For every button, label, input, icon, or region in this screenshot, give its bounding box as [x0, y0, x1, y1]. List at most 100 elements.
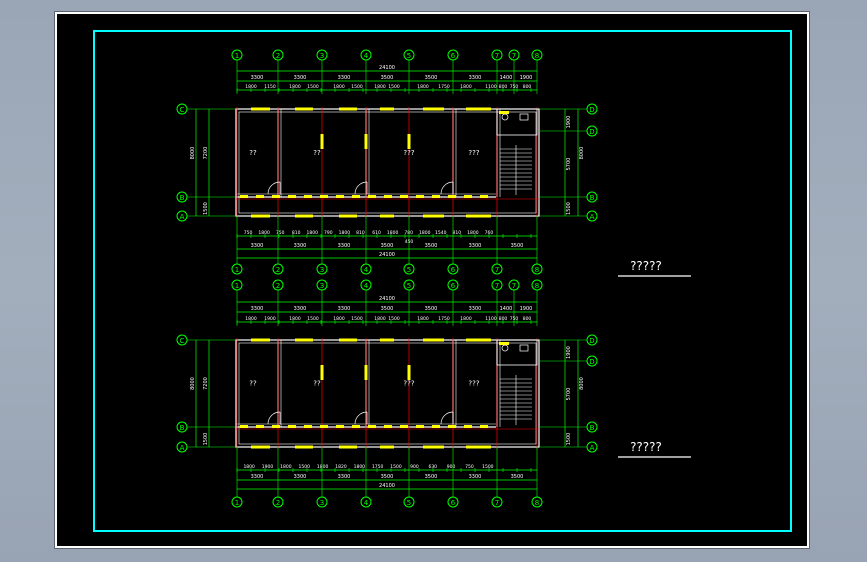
plan1-dim-right-3: 1500	[566, 202, 572, 215]
plan2-window-top-4	[423, 338, 444, 342]
plan2-dim-top-r2-1: 1900	[264, 316, 276, 322]
plan2-dim-top-r2-14: 800	[523, 316, 532, 322]
plan2-dim-bot-r1-2: 1800	[280, 464, 292, 470]
plan1-dim-bot-r2-1: 3300	[294, 243, 307, 249]
plan2-partition-window-1	[364, 365, 368, 380]
plan1-dim-top-r1-1: 3300	[294, 75, 307, 81]
plan2-door-1	[354, 411, 368, 425]
plan2-axis-top-2-label: 3	[320, 282, 324, 290]
plan1-corridor-mark	[432, 195, 440, 198]
plan2-dim-top-r2-7: 1500	[388, 316, 400, 322]
plan2-door-2	[440, 411, 454, 425]
plan1-axis-bot-7-bubble	[531, 263, 543, 275]
plan1-outline	[235, 108, 540, 217]
plan1-corridor-mark	[400, 195, 408, 198]
plan2-dim-bot-r1-12: 750	[465, 464, 474, 470]
plan1-window-bottom-2	[339, 214, 357, 218]
plan1-dim-bot-r2-3: 3500	[381, 243, 394, 249]
plan1-corridor-mark	[416, 195, 424, 198]
plan2-corridor-mark	[272, 425, 280, 428]
plan2-dim-bot-r1-11: 900	[447, 464, 456, 470]
plan2-axis-right-D-label: D	[589, 337, 594, 345]
plan2-dim-bot-total: 24100	[379, 483, 395, 489]
plan1-partition-window-0	[320, 134, 324, 149]
plan2-axis-bot-1-bubble	[272, 496, 284, 508]
plan2-axis-left-B-label: B	[180, 424, 185, 432]
plan2-dim-bot-r1-5: 1820	[335, 464, 347, 470]
plan2-dim-top-total: 24100	[379, 296, 395, 302]
plan1-axis-bot-3-label: 4	[364, 266, 369, 274]
drawing-border	[93, 30, 792, 532]
plan1-corridor-mark	[384, 195, 392, 198]
plan2-axis-left-C-label: C	[180, 337, 185, 345]
plan2-corridor-mark	[304, 425, 312, 428]
plan1-room-3: ???	[468, 149, 479, 157]
plan2-axis-bot-5-label: 6	[451, 499, 456, 507]
plan1-axis-top-3-label: 4	[364, 52, 369, 60]
plan2-window-bottom-5	[466, 445, 491, 449]
plan1-dim-bot-r2-0: 3300	[251, 243, 264, 249]
plan2-dim-left-0: 8000	[190, 377, 196, 390]
plan2-dim-bot-r1-6: 1800	[354, 464, 366, 470]
plan2-corridor-mark	[416, 425, 424, 428]
plan2-axis-bot-4-bubble	[403, 496, 415, 508]
plan2-room-0: ??	[249, 380, 257, 388]
plan2-dim-top-r1-6: 1400	[500, 306, 513, 312]
plan1-axis-bot-2-bubble	[316, 263, 328, 275]
plan1-corridor-mark	[464, 195, 472, 198]
plan1-dim-left-2: 1500	[203, 202, 209, 215]
plan2-axis-bot-3-label: 4	[364, 499, 369, 507]
plan1-window-top-2	[339, 107, 357, 111]
plan2-outline-inner	[238, 342, 537, 445]
plan1-axis-bot-5-label: 6	[451, 266, 456, 274]
plan1-corridor-mark	[240, 195, 248, 198]
plan2-axis-bot-0-label: 1	[235, 499, 239, 507]
plan1-axis-top-8-label: 8	[535, 52, 539, 60]
plan1-axis-bot-6-label: 7	[495, 266, 499, 274]
plan1-axis-top-0-label: 1	[235, 52, 239, 60]
plan2-dim-bot-r1-7: 1750	[372, 464, 384, 470]
plan2-axis-bot-7-bubble	[531, 496, 543, 508]
plan1-corridor-mark	[272, 195, 280, 198]
plan1-axis-bot-0-bubble	[231, 263, 243, 275]
plan2-toilet-window	[499, 342, 509, 345]
plan2-axis-bot-7-label: 8	[535, 499, 539, 507]
plan1-dim-top-r2-9: 1750	[438, 84, 450, 90]
plan1-dim-bot-r2-4: 3500	[425, 243, 438, 249]
plan2-dim-top-r1-4: 3500	[425, 306, 438, 312]
plan1-dim-bot-r1-12: 1540	[435, 230, 447, 236]
plan1-corridor-mark	[256, 195, 264, 198]
plan1-dim-bot-r2-6: 3500	[511, 243, 524, 249]
plan2-window-top-5	[466, 338, 491, 342]
plan2-corridor-mark	[256, 425, 264, 428]
plan1-dim-bot-r1-8: 610	[372, 230, 381, 236]
plan2-axis-bot-4-label: 5	[407, 499, 411, 507]
plan2-axis-right-D2-label: D	[589, 358, 594, 366]
plan1-window-bottom-5	[466, 214, 491, 218]
plan2-dim-bot-r1-10: 630	[428, 464, 437, 470]
plan2-dim-bot-r2-6: 3500	[511, 474, 524, 480]
plan1-axis-top-6-label: 7	[495, 52, 499, 60]
plan2-window-top-2	[339, 338, 357, 342]
plan1-axis-top-4-label: 5	[407, 52, 411, 60]
plan2-window-bottom-4	[423, 445, 444, 449]
plan1-dim-bot-r2-2: 3300	[338, 243, 351, 249]
plan2-corridor-mark	[320, 425, 328, 428]
plan1-axis-bot-1-bubble	[272, 263, 284, 275]
plan2-dim-bot-r1-1: 1900	[262, 464, 274, 470]
plan1-corridor-mark	[480, 195, 488, 198]
plan2-dim-top-r2-10: 1800	[460, 316, 472, 322]
plan2-dim-top-r2-12: 800	[499, 316, 508, 322]
plan1-corridor-mark	[368, 195, 376, 198]
plan2-corridor-mark	[288, 425, 296, 428]
plan1-dim-bot-r1-9: 1800	[387, 230, 399, 236]
plan1-dim-left-0: 8000	[190, 147, 196, 160]
plan1-axis-bot-4-bubble	[403, 263, 415, 275]
plan2-dim-top-r1-1: 3300	[294, 306, 307, 312]
plan1-window-top-3	[380, 107, 394, 111]
plan2-dim-bot-r1-0: 1800	[243, 464, 255, 470]
plan2-room-3: ???	[468, 380, 479, 388]
plan1-dim-bot-r1-1: 1800	[258, 230, 270, 236]
plan2-dim-bot-r2-0: 3300	[251, 474, 264, 480]
